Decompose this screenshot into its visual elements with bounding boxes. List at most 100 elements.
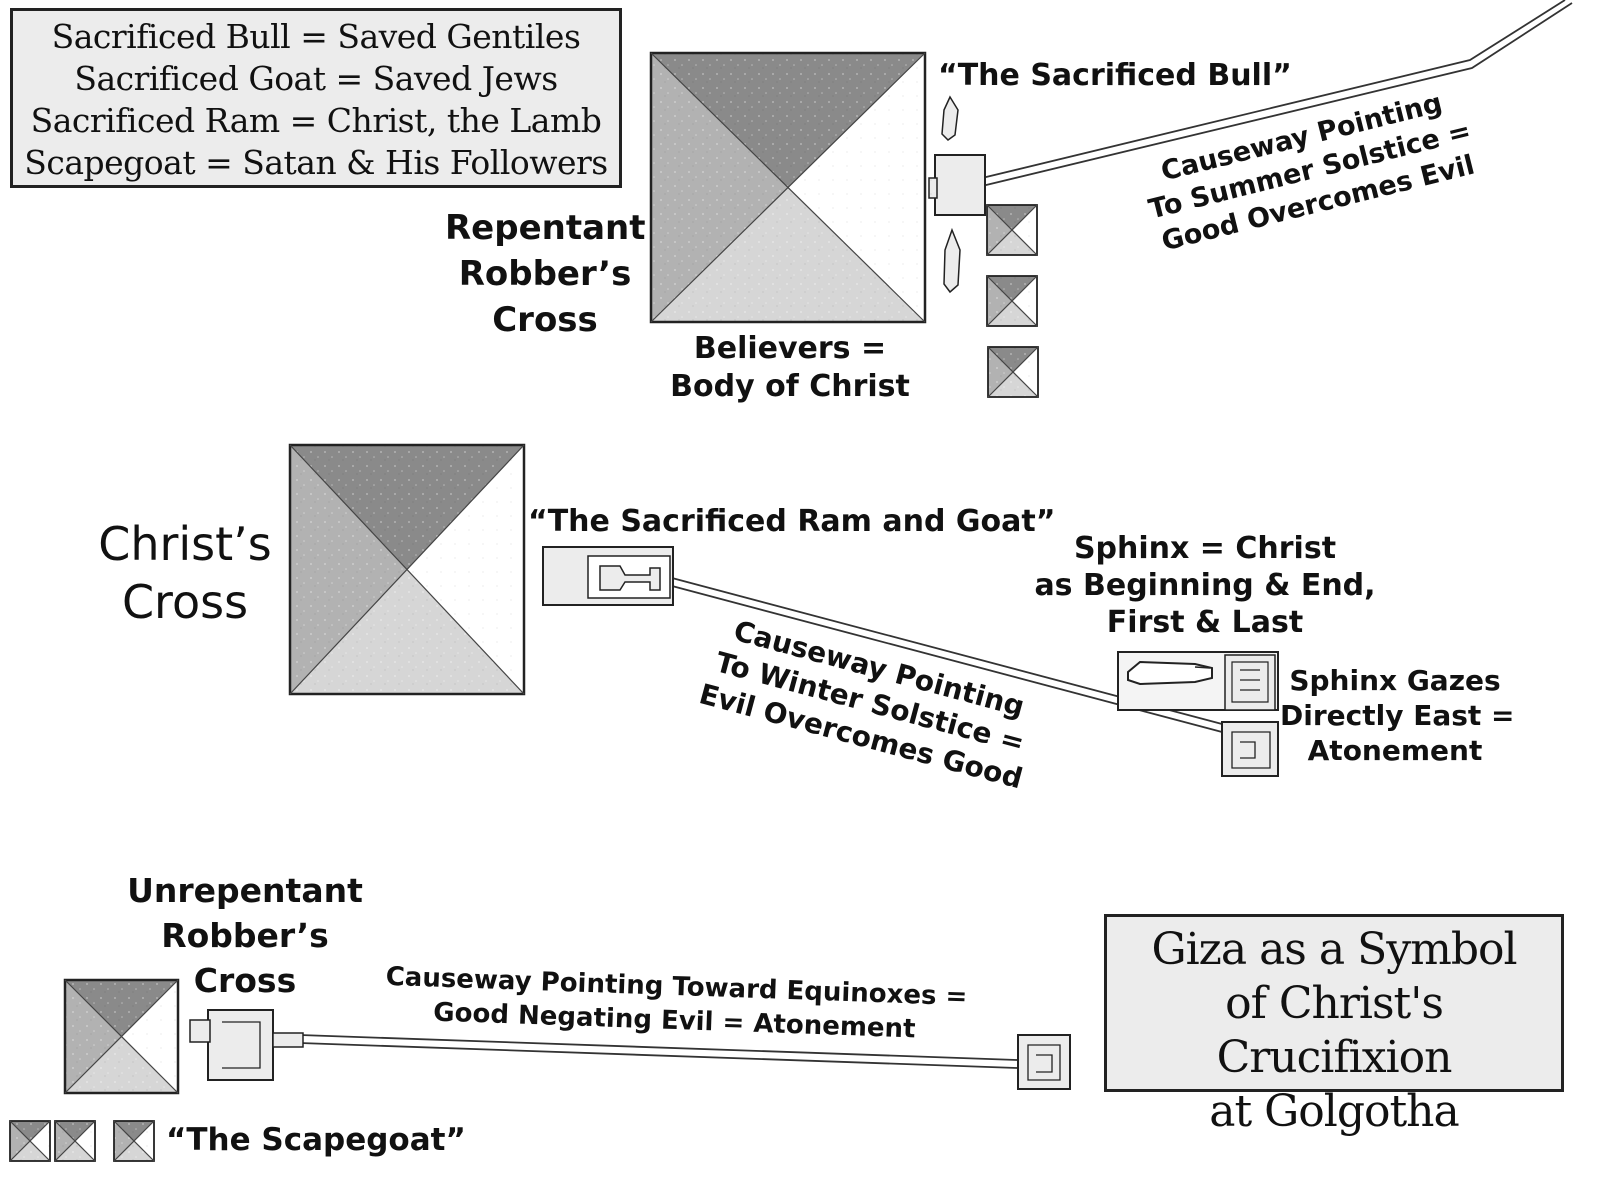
- pyramid-unrepentant: [63, 978, 180, 1095]
- label-sacrificed-bull: “The Sacrificed Bull”: [938, 58, 1292, 93]
- pyramid-texture: [1013, 347, 1038, 397]
- label-line: Cross: [193, 961, 297, 1000]
- label-line: Christ’s: [98, 517, 272, 571]
- boat-pit-north: [941, 95, 959, 141]
- label-line: Believers =: [693, 331, 887, 366]
- pyramid-texture: [407, 445, 524, 694]
- scapegoat-pyramid-3: [113, 1120, 155, 1162]
- pyramid-texture: [65, 980, 178, 1037]
- pyramid-texture: [651, 53, 788, 322]
- legend-line: Sacrificed Ram = Christ, the Lamb: [30, 101, 602, 140]
- label-line: Sphinx Gazes: [1289, 664, 1501, 697]
- label-line: Atonement: [1307, 734, 1483, 767]
- title-line: Giza as a Symbol: [1151, 924, 1517, 975]
- pyramid-diagonal: [9, 1120, 51, 1162]
- pyramid-texture: [65, 980, 122, 1093]
- pyramid-diagonal: [64, 979, 179, 1094]
- pyramid-texture: [987, 276, 1012, 326]
- label-believers: Believers = Body of Christ: [660, 330, 920, 406]
- temple-bull: [928, 154, 986, 216]
- pyramid-diagonal: [987, 346, 1039, 398]
- pyramid-texture: [988, 372, 1038, 397]
- label-line: Robber’s: [161, 916, 329, 955]
- label-line: Cross: [492, 300, 598, 340]
- pyramid-outline: [987, 346, 1039, 398]
- pyramid-outline: [63, 978, 180, 1095]
- pyramid-diagonal: [54, 1120, 96, 1162]
- pyramid-diagonal: [986, 204, 1038, 256]
- label-line: Directly East =: [1280, 699, 1515, 732]
- pyramid-christ: [288, 443, 526, 696]
- pyramid-texture: [987, 276, 1037, 301]
- pyramid-texture: [987, 230, 1037, 255]
- pyramid-diagonal: [650, 52, 926, 323]
- pyramid-texture: [55, 1141, 95, 1161]
- temple-ram-goat: [542, 546, 674, 606]
- label-scapegoat: “The Scapegoat”: [166, 1122, 466, 1158]
- label-sphinx-gazes: Sphinx Gazes Directly East = Atonement: [1280, 663, 1515, 768]
- label-line: Cross: [121, 575, 249, 629]
- pyramid-outline: [288, 443, 526, 696]
- pyramid-outline: [649, 51, 927, 324]
- pyramid-outline: [54, 1120, 96, 1162]
- pyramid-texture: [114, 1121, 134, 1161]
- valley-temple-equinox: [1017, 1034, 1071, 1090]
- legend-line: Scapegoat = Satan & His Followers: [24, 143, 608, 182]
- title-line: of Christ's Crucifixion: [1216, 978, 1453, 1083]
- label-ram-and-goat: “The Sacrificed Ram and Goat”: [528, 504, 1056, 539]
- label-unrepentant-cross: Unrepentant Robber’s Cross: [125, 868, 365, 1003]
- pyramid-texture: [10, 1121, 50, 1141]
- pyramid-texture: [1012, 276, 1037, 326]
- label-line: Repentant: [445, 208, 646, 248]
- label-line: Body of Christ: [670, 369, 910, 404]
- pyramid-texture: [134, 1121, 154, 1161]
- pyramid-texture: [75, 1121, 95, 1161]
- pyramid-texture: [987, 205, 1037, 230]
- pyramid-outline: [986, 275, 1038, 327]
- pyramid-outline: [113, 1120, 155, 1162]
- pyramid-diagonal: [289, 444, 525, 695]
- pyramid-texture: [121, 980, 178, 1093]
- boat-pit-south: [943, 227, 961, 294]
- pyramid-texture: [290, 445, 407, 694]
- pyramid-texture: [788, 53, 925, 322]
- queen-pyramid-3: [987, 346, 1039, 398]
- pyramid-texture: [1012, 205, 1037, 255]
- label-sphinx-christ: Sphinx = Christ as Beginning & End, Firs…: [1030, 530, 1380, 641]
- pyramid-diagonal: [986, 275, 1038, 327]
- pyramid-texture: [290, 445, 524, 570]
- title-line: at Golgotha: [1209, 1086, 1460, 1137]
- pyramid-texture: [988, 347, 1013, 397]
- scapegoat-pyramid-2: [54, 1120, 96, 1162]
- pyramid-texture: [55, 1121, 95, 1141]
- queen-pyramid-2: [986, 275, 1038, 327]
- pyramid-texture: [651, 53, 925, 188]
- valley-temple: [1221, 721, 1279, 777]
- pyramid-outline: [9, 1120, 51, 1162]
- pyramid-repentant: [649, 51, 927, 324]
- pyramid-texture: [651, 187, 925, 322]
- title-box: Giza as a Symbol of Christ's Crucifixion…: [1104, 914, 1564, 1137]
- causeway-summer: [981, 0, 1573, 187]
- label-repentant-cross: Repentant Robber’s Cross: [445, 205, 646, 343]
- legend-line: Sacrificed Bull = Saved Gentiles: [51, 17, 581, 56]
- scapegoat-pyramid-1: [9, 1120, 51, 1162]
- pyramid-texture: [55, 1121, 75, 1161]
- label-line: First & Last: [1106, 605, 1304, 640]
- label-line: Robber’s: [458, 254, 632, 294]
- pyramid-texture: [114, 1121, 154, 1141]
- legend-box: Sacrificed Bull = Saved Gentiles Sacrifi…: [10, 8, 622, 188]
- pyramid-texture: [987, 205, 1012, 255]
- temple-scapegoat: [189, 1009, 304, 1081]
- pyramid-texture: [65, 1036, 178, 1093]
- queen-pyramid-1: [986, 204, 1038, 256]
- label-christs-cross: Christ’s Cross: [80, 515, 290, 631]
- legend-line: Sacrificed Goat = Saved Jews: [74, 59, 558, 98]
- pyramid-texture: [290, 569, 524, 694]
- causeway-equinox: [299, 1034, 1019, 1069]
- label-line: Sphinx = Christ: [1073, 531, 1337, 566]
- pyramid-diagonal: [113, 1120, 155, 1162]
- pyramid-texture: [10, 1121, 30, 1161]
- pyramid-texture: [10, 1141, 50, 1161]
